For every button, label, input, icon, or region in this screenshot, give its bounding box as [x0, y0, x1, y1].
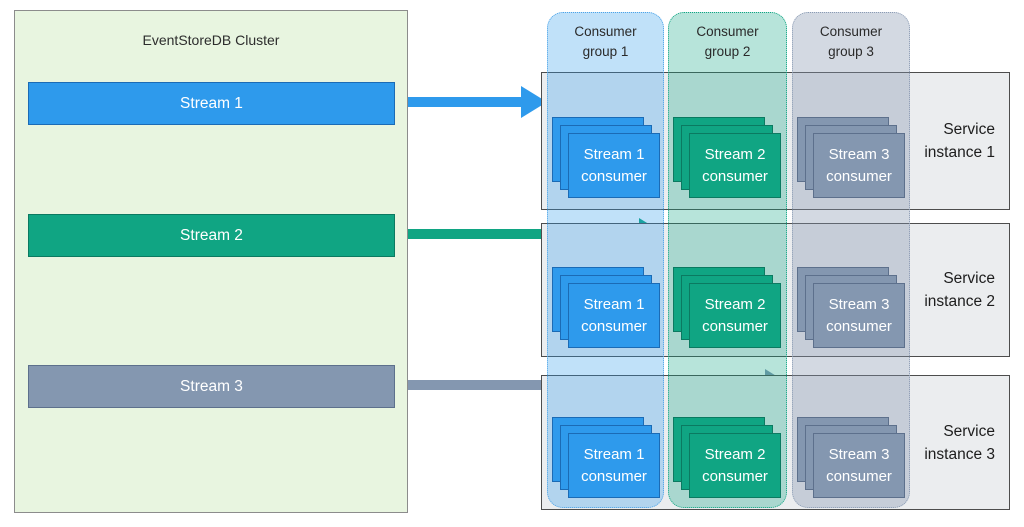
stream-1-bar: Stream 1 [28, 82, 395, 125]
service-instance-3-label: Service instance 3 [924, 422, 995, 463]
consumer-group-1-label: Consumer group 1 [574, 24, 637, 59]
stacked-card-front: Stream 1 consumer [568, 133, 660, 198]
stream-1-consumer-stack-instance-1: Stream 1 consumer [552, 117, 660, 198]
stream-3-consumer-stack-instance-2: Stream 3 consumer [797, 267, 905, 348]
consumer-card-label: Stream 1 consumer [581, 446, 647, 485]
consumer-card-label: Stream 3 consumer [826, 446, 892, 485]
consumer-group-3-label: Consumer group 3 [819, 24, 883, 59]
service-instance-1-label: Service instance 1 [924, 120, 995, 161]
stream-2-consumer-stack-instance-2: Stream 2 consumer [673, 267, 781, 348]
consumer-card-label: Stream 3 consumer [826, 146, 892, 185]
stacked-card-front: Stream 3 consumer [813, 433, 905, 498]
consumer-card-label: Stream 2 consumer [702, 146, 768, 185]
stacked-card-front: Stream 3 consumer [813, 133, 905, 198]
consumer-card-label: Stream 2 consumer [702, 296, 768, 335]
stacked-card-front: Stream 2 consumer [689, 283, 781, 348]
stream-1-arrow-shaft [394, 97, 521, 107]
consumer-card-label: Stream 2 consumer [702, 446, 768, 485]
stream-3-label: Stream 3 [180, 377, 243, 395]
stacked-card-front: Stream 1 consumer [568, 433, 660, 498]
stream-2-bar: Stream 2 [28, 214, 395, 257]
stream-2-label: Stream 2 [180, 226, 243, 244]
stream-1-consumer-stack-instance-3: Stream 1 consumer [552, 417, 660, 498]
stream-1-consumer-stack-instance-2: Stream 1 consumer [552, 267, 660, 348]
stacked-card-front: Stream 2 consumer [689, 133, 781, 198]
consumer-group-2-label: Consumer group 2 [696, 24, 759, 59]
consumer-card-label: Stream 3 consumer [826, 296, 892, 335]
stream-1-label: Stream 1 [180, 94, 243, 112]
service-instance-2-label: Service instance 2 [924, 269, 995, 310]
stacked-card-front: Stream 2 consumer [689, 433, 781, 498]
eventstoredb-cluster-box: EventStoreDB Cluster Stream 1 Stream 2 S… [14, 10, 408, 513]
consumer-card-label: Stream 1 consumer [581, 146, 647, 185]
stream-2-consumer-stack-instance-3: Stream 2 consumer [673, 417, 781, 498]
consumer-card-label: Stream 1 consumer [581, 296, 647, 335]
stream-2-consumer-stack-instance-1: Stream 2 consumer [673, 117, 781, 198]
stream-3-consumer-stack-instance-3: Stream 3 consumer [797, 417, 905, 498]
cluster-title: EventStoreDB Cluster [142, 32, 280, 48]
stream-3-bar: Stream 3 [28, 365, 395, 408]
stream-3-consumer-stack-instance-1: Stream 3 consumer [797, 117, 905, 198]
stream-2-arrow-shaft [394, 229, 639, 239]
stacked-card-front: Stream 3 consumer [813, 283, 905, 348]
stacked-card-front: Stream 1 consumer [568, 283, 660, 348]
